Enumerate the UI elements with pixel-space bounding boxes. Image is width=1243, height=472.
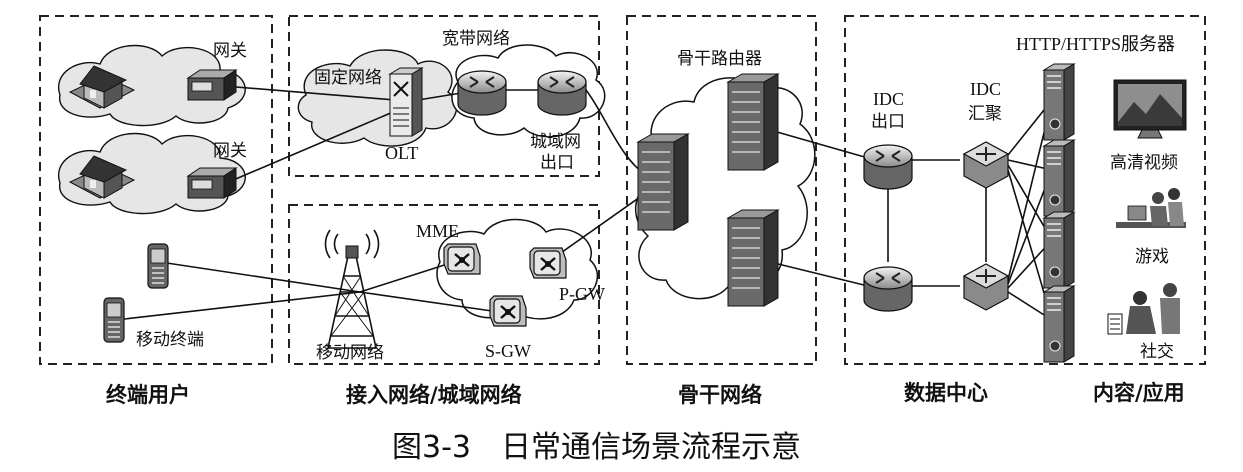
idc-exit-label: IDC [873,89,904,109]
backbone-router-icon [637,133,689,231]
fixed-network-label: 固定网络 [314,68,382,88]
house-icon [68,65,136,109]
game-players-icon [1116,188,1186,228]
metro-exit-router-icon [537,70,587,116]
idc-exit-router-icon [863,144,913,190]
server-label: HTTP/HTTPS服务器 [1016,34,1175,54]
mobile-core-cloud [436,218,599,320]
idc-aggregation-switch-icon [963,141,1009,189]
section-title-terminal: 终端用户 [106,383,190,407]
olt-label: OLT [385,143,418,163]
hd-video-monitor-icon [1113,79,1187,139]
gateway-modem-icon [187,167,237,199]
gateway-label: 网关 [213,41,247,61]
idc-aggregation-switch-icon [963,263,1009,311]
cell-tower-icon [324,229,380,349]
game-label: 游戏 [1135,247,1169,267]
section-title-content: 内容/应用 [1093,381,1185,405]
section-box-backbone [626,15,817,365]
pgw-node-icon [528,246,568,280]
section-title-datacenter: 数据中心 [904,381,988,405]
mobile-phone-icon [103,297,125,343]
mobile-terminal-label: 移动终端 [136,330,204,350]
idc-aggregation-label: 汇聚 [968,104,1002,124]
mobile-phone-icon [147,243,169,289]
olt-device-icon [388,67,424,137]
sgw-label: S-GW [485,341,531,361]
section-box-terminal [39,15,273,365]
gateway-modem-icon [187,69,237,101]
social-label: 社交 [1140,342,1174,362]
mobile-network-label: 移动网络 [316,343,384,363]
house-icon [68,155,136,199]
broadband-router-icon [457,70,507,116]
section-title-access: 接入网络/城域网络 [346,383,522,407]
sgw-node-icon [488,294,528,328]
backbone-router-icon [727,209,779,307]
gateway-label: 网关 [213,141,247,161]
mme-label: MME [416,221,459,241]
idc-aggregation-label: IDC [970,79,1001,99]
idc-exit-router-icon [863,266,913,312]
section-box-mobile [288,204,600,365]
backbone-router-label: 骨干路由器 [677,49,762,69]
server-icon [1043,285,1075,363]
hd-video-label: 高清视频 [1110,153,1178,173]
metro-exit-label: 出口 [540,153,574,173]
pgw-label: P-GW [559,284,605,304]
section-title-backbone: 骨干网络 [678,383,762,407]
server-icon [1043,63,1075,141]
figure-caption: 图3-3 日常通信场景流程示意 [392,430,801,465]
section-box-datacenter [844,15,1206,365]
broadband-label: 宽带网络 [442,29,510,49]
server-icon [1043,139,1075,217]
server-icon [1043,211,1075,289]
backbone-router-icon [727,73,779,171]
metro-exit-label: 城域网 [530,132,581,152]
idc-exit-label: 出口 [871,112,905,132]
social-people-icon [1107,283,1180,335]
mme-node-icon [442,242,482,276]
